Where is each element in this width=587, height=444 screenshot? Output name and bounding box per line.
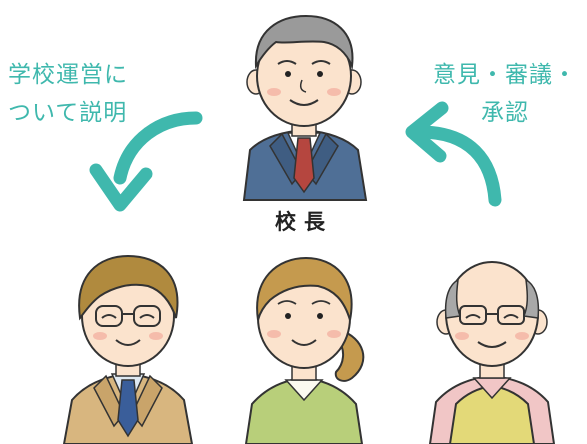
approval-label: 意見・審議・ 承認: [430, 56, 580, 132]
explain-label-line2: ついて説明: [8, 100, 128, 126]
parent-figure: [244, 256, 365, 444]
left-arrow-head: [89, 163, 153, 212]
community-member-figure: [428, 261, 556, 444]
approval-label-line2: 承認: [481, 100, 529, 126]
principal-label: 校長: [275, 210, 333, 234]
left-curved-arrow: [113, 111, 203, 185]
approval-label-line1: 意見・審議・: [433, 62, 577, 88]
right-curved-arrow: [413, 125, 502, 207]
teacher-figure: [62, 254, 194, 444]
explain-label-line1: 学校運営に: [8, 62, 128, 88]
principal-figure: [242, 14, 368, 201]
explain-label: 学校運営に ついて説明: [8, 56, 158, 132]
right-arrow-head: [405, 101, 449, 163]
